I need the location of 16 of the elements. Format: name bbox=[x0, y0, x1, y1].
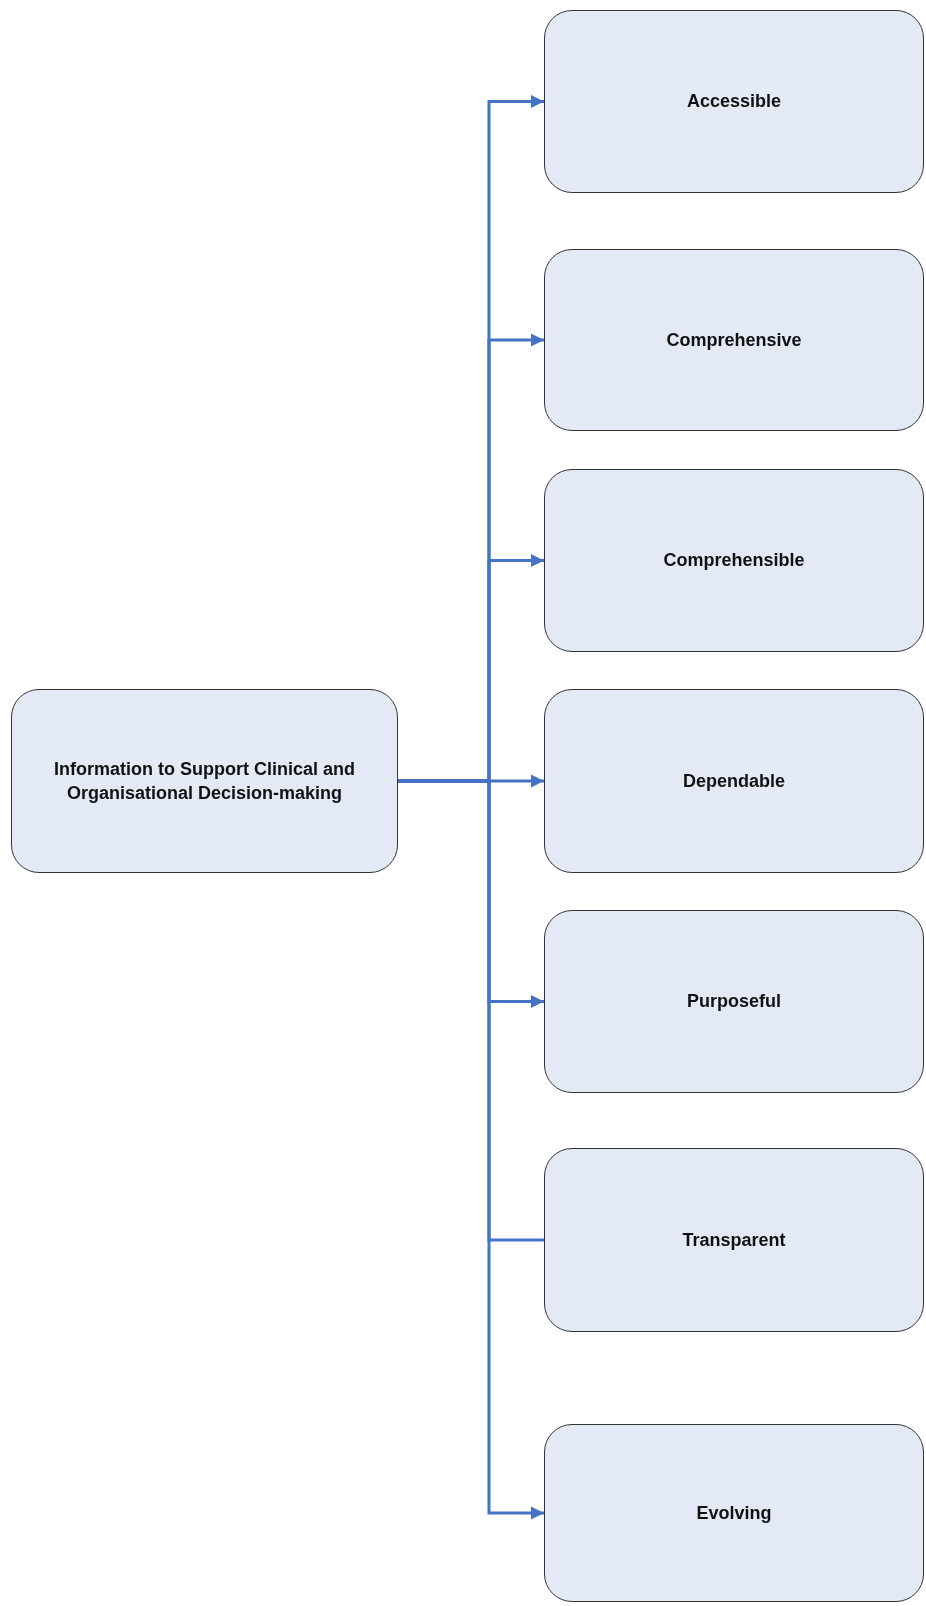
attribute-box bbox=[544, 1148, 924, 1332]
attribute-box bbox=[544, 689, 924, 873]
node-label: Comprehensible bbox=[662, 549, 806, 573]
node-label: Dependable bbox=[682, 769, 786, 793]
attribute-box bbox=[544, 249, 924, 431]
attribute-box bbox=[544, 469, 924, 652]
source-box bbox=[11, 689, 398, 873]
node-label: Transparent bbox=[681, 1228, 787, 1252]
node-label: Information to Support Clinical and Organisational Decision-making bbox=[53, 757, 356, 805]
attribute-box bbox=[544, 10, 924, 193]
node-label: Accessible bbox=[685, 90, 783, 114]
node-label: Evolving bbox=[695, 1501, 773, 1525]
node-label: Comprehensive bbox=[665, 328, 803, 352]
attribute-box bbox=[544, 910, 924, 1093]
node-label: Purposeful bbox=[686, 990, 782, 1014]
attribute-box bbox=[544, 1424, 924, 1602]
